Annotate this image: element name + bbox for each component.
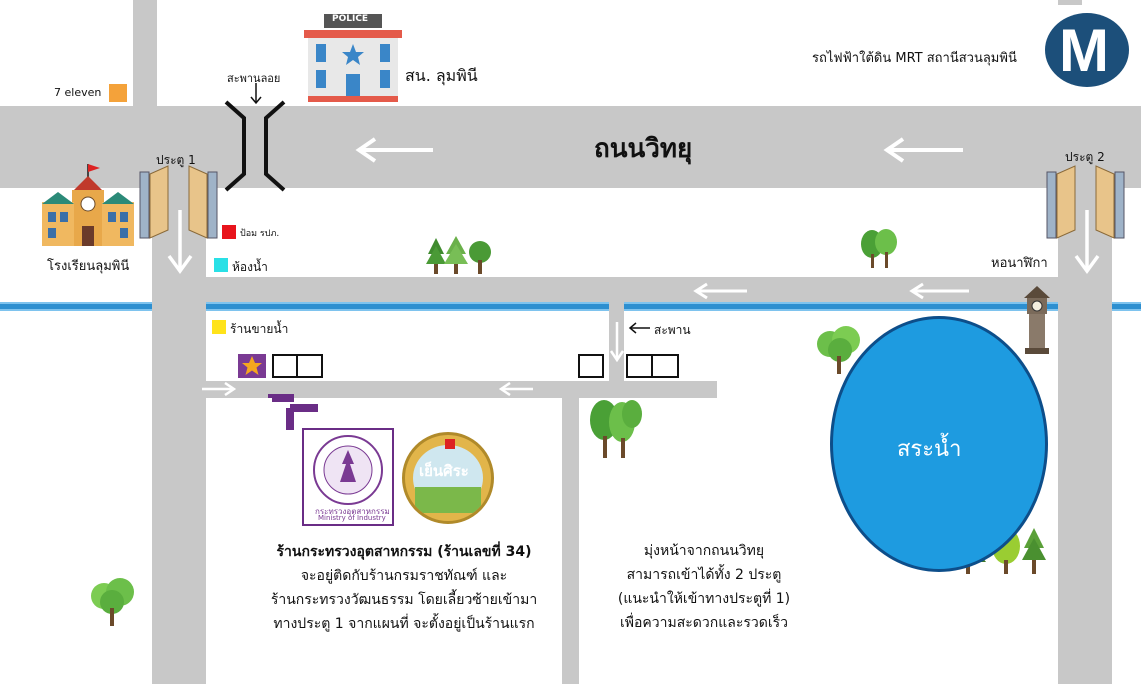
- clock-tower-icon: [1024, 286, 1050, 354]
- canal-middle-2: [624, 302, 1058, 311]
- gate2-icon: [1046, 165, 1125, 239]
- road-top-left-vertical: [133, 0, 157, 106]
- pond-label: สระน้ำ: [897, 437, 962, 462]
- road-arrow-left-2: [883, 137, 963, 163]
- road-top-right-vertical: [1058, 0, 1082, 5]
- school-icon: [42, 164, 134, 246]
- road-inner-vertical: [562, 398, 579, 684]
- gate1-label: ประตู 1: [156, 153, 196, 167]
- restroom-marker: [214, 258, 228, 272]
- ministry-logo-text-thai: กระทรวงอุตสาหกรรม: [315, 507, 390, 516]
- pond: [830, 316, 1048, 572]
- directions-note-line: (แนะนำให้เข้าทางประตูที่ 1): [617, 591, 791, 607]
- tree-icon: [590, 400, 642, 458]
- shop-description-line: ทางประตู 1 จากแผนที่ จะตั้งอยู่เป็นร้านแ…: [273, 616, 535, 632]
- directions-note-line: มุ่งหน้าจากถนนวิทยุ: [643, 543, 765, 559]
- tree-icon: [817, 326, 860, 374]
- directions-note-line: สามารถเข้าได้ทั้ง 2 ประตู: [626, 567, 782, 583]
- shop-block: [626, 354, 653, 378]
- inner-arrow-left-1: [693, 282, 747, 300]
- bridge-pointer-arrow: [628, 322, 650, 334]
- mrt-logo-letter: M: [1059, 17, 1109, 84]
- industry-shop-star-icon: [238, 354, 266, 378]
- police-station-icon: [304, 14, 402, 102]
- tree-cluster-icon: [426, 236, 491, 274]
- school-label: โรงเรียนลุมพินี: [47, 259, 130, 274]
- police-sign: POLICE: [332, 14, 369, 24]
- canal-left: [0, 302, 152, 311]
- water-shop-label: ร้านขายน้ำ: [230, 322, 289, 336]
- inner-arrow-right: [202, 382, 236, 396]
- gate1-arrow-down: [167, 210, 193, 274]
- tree-icon: [91, 578, 134, 626]
- shop-block: [651, 354, 679, 378]
- shop-description-line: ร้านกระทรวงวัฒนธรรม โดยเลี้ยวซ้ายเข้ามา: [270, 592, 538, 608]
- bridge-label: สะพาน: [654, 323, 691, 337]
- shop-block: [578, 354, 604, 378]
- yen-sira-badge-text: เย็นศิระ: [419, 462, 469, 480]
- canal-middle-1: [206, 302, 609, 311]
- road-arrow-left-1: [355, 137, 433, 163]
- road-inner-middle: [206, 381, 717, 398]
- skywalk-icon: [224, 100, 286, 192]
- police-box-marker: [222, 225, 236, 239]
- police-station-label: สน. ลุมพินี: [405, 66, 478, 85]
- ministry-logo-text-english: Ministry of Industry: [318, 514, 386, 522]
- seven-eleven-marker: [109, 84, 127, 102]
- inner-arrow-left-2: [909, 282, 969, 300]
- restroom-label: ห้องน้ำ: [232, 260, 268, 274]
- ministry-of-industry-logo: [302, 428, 394, 526]
- yen-sira-badge: [402, 432, 494, 524]
- shop-description-line: จะอยู่ติดกับร้านกรมราชทัณฑ์ และ: [300, 568, 508, 584]
- directions-note-line: เพื่อความสะดวกและรวดเร็ว: [620, 615, 788, 631]
- water-shop-marker: [212, 320, 226, 334]
- gate2-arrow-down: [1074, 210, 1100, 274]
- mrt-station-label: รถไฟฟ้าใต้ดิน MRT สถานีสวนลุมพินี: [812, 51, 1017, 66]
- inner-arrow-left-3: [499, 382, 533, 396]
- gate1-icon: [139, 165, 218, 239]
- inner-arrow-down: [609, 322, 625, 362]
- shop-block: [296, 354, 323, 378]
- road-name-label: ถนนวิทยุ: [594, 134, 693, 164]
- skywalk-pointer-arrow: [250, 83, 262, 105]
- canal-right: [1112, 302, 1141, 311]
- clock-tower-label: หอนาฬิกา: [991, 256, 1048, 271]
- shop-block: [272, 354, 298, 378]
- gate2-label: ประตู 2: [1065, 150, 1105, 164]
- skywalk-label: สะพานลอย: [227, 72, 281, 85]
- seven-eleven-label: 7 eleven: [54, 86, 102, 99]
- mrt-logo-icon: [1045, 13, 1129, 87]
- tree-icon: [861, 229, 897, 268]
- police-box-label: ป้อม รปภ.: [240, 229, 280, 239]
- directions-note: มุ่งหน้าจากถนนวิทยุ สามารถเข้าได้ทั้ง 2 …: [594, 539, 814, 635]
- shop-description: ร้านกระทรวงอุตสาหกรรม (ร้านเลขที่ 34) จะ…: [254, 540, 554, 636]
- shop-description-title: ร้านกระทรวงอุตสาหกรรม (ร้านเลขที่ 34): [276, 544, 532, 560]
- shop-location-marker-icon: [268, 394, 318, 430]
